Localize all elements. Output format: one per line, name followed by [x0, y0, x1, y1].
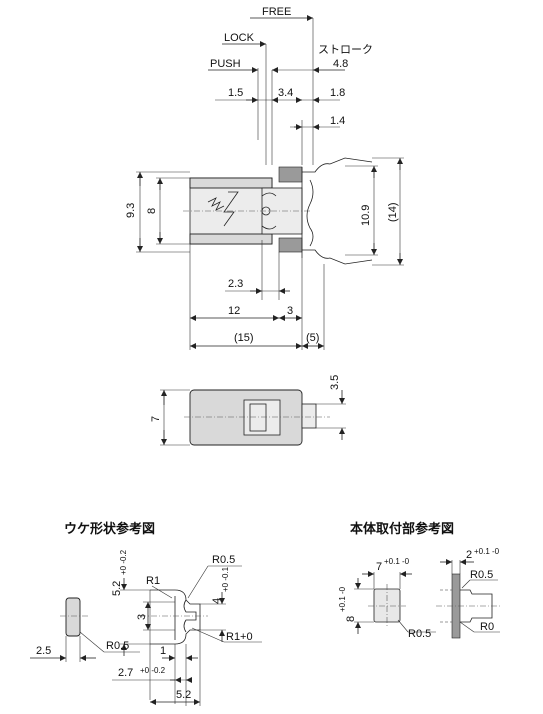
dim-3-4: 3.4 — [278, 87, 293, 99]
push-label: PUSH — [210, 58, 241, 70]
recv-tol-4: +0 -0.1 — [221, 566, 230, 592]
stroke-value: 4.8 — [333, 58, 348, 70]
dim-2-3: 2.3 — [228, 278, 243, 290]
recv-dim-2-7: 2.7 — [118, 667, 133, 679]
dim-1-5: 1.5 — [228, 87, 243, 99]
recv-tol-2-7: +0 -0.2 — [140, 666, 166, 675]
recv-r0-5-top: R0.5 — [212, 554, 235, 566]
dim-8: 8 — [146, 208, 158, 214]
recv-dim-1: 1 — [160, 645, 166, 657]
dim-side-3-5: 3.5 — [329, 375, 341, 390]
recv-r1-plus: R1+0 — [226, 631, 253, 643]
lock-label: LOCK — [224, 32, 255, 44]
receiver-title: ウケ形状参考図 — [64, 521, 155, 536]
side-view: 3.5 7 — [150, 375, 346, 446]
recv-dim-5-2-v: 5.2 — [111, 581, 123, 596]
dim-side-7: 7 — [150, 416, 162, 422]
dim-1-8: 1.8 — [330, 87, 345, 99]
recv-dim-5-2-h: 5.2 — [176, 689, 191, 701]
mount-dim-7: 7 — [376, 561, 382, 573]
recv-dim-3: 3 — [136, 614, 148, 620]
free-label: FREE — [262, 6, 291, 18]
dim-5: (5) — [306, 332, 319, 344]
mount-dim-2: 2 — [466, 549, 472, 561]
dim-3: 3 — [287, 305, 293, 317]
mount-title: 本体取付部参考図 — [350, 521, 454, 536]
dim-10-9: 10.9 — [360, 205, 372, 226]
mount-reference: 本体取付部参考図 7 +0.1 -0 8 +0.1 -0 R0.5 2 — [338, 521, 500, 640]
recv-r1: R1 — [146, 575, 160, 587]
mount-tol-2: +0.1 -0 — [474, 547, 500, 556]
recv-tol-5-2-v: +0 -0.2 — [119, 549, 128, 575]
dim-15: (15) — [234, 332, 254, 344]
dim-1-4: 1.4 — [330, 115, 345, 127]
mount-dim-8: 8 — [345, 616, 357, 622]
recv-r0-5-left: R0.5 — [106, 640, 129, 652]
recv-dim-2-5: 2.5 — [36, 645, 51, 657]
mount-tol-7: +0.1 -0 — [384, 557, 410, 566]
dim-12: 12 — [228, 305, 240, 317]
mount-tol-8: +0.1 -0 — [338, 586, 347, 612]
recv-dim-4: 4 — [211, 598, 223, 604]
mount-r0-5-right: R0.5 — [470, 569, 493, 581]
top-view: FREE LOCK PUSH ストローク 4.8 1.5 3.4 1.8 1.4 — [125, 6, 404, 350]
dim-14: (14) — [387, 202, 399, 222]
mount-r0: R0 — [480, 621, 494, 633]
mount-r0-5-bottom: R0.5 — [408, 628, 431, 640]
receiver-reference: ウケ形状参考図 5.2 +0 -0.2 3 R1 R0.5 — [30, 521, 262, 706]
stroke-label: ストローク — [318, 43, 373, 56]
dim-9-3: 9.3 — [125, 203, 137, 218]
